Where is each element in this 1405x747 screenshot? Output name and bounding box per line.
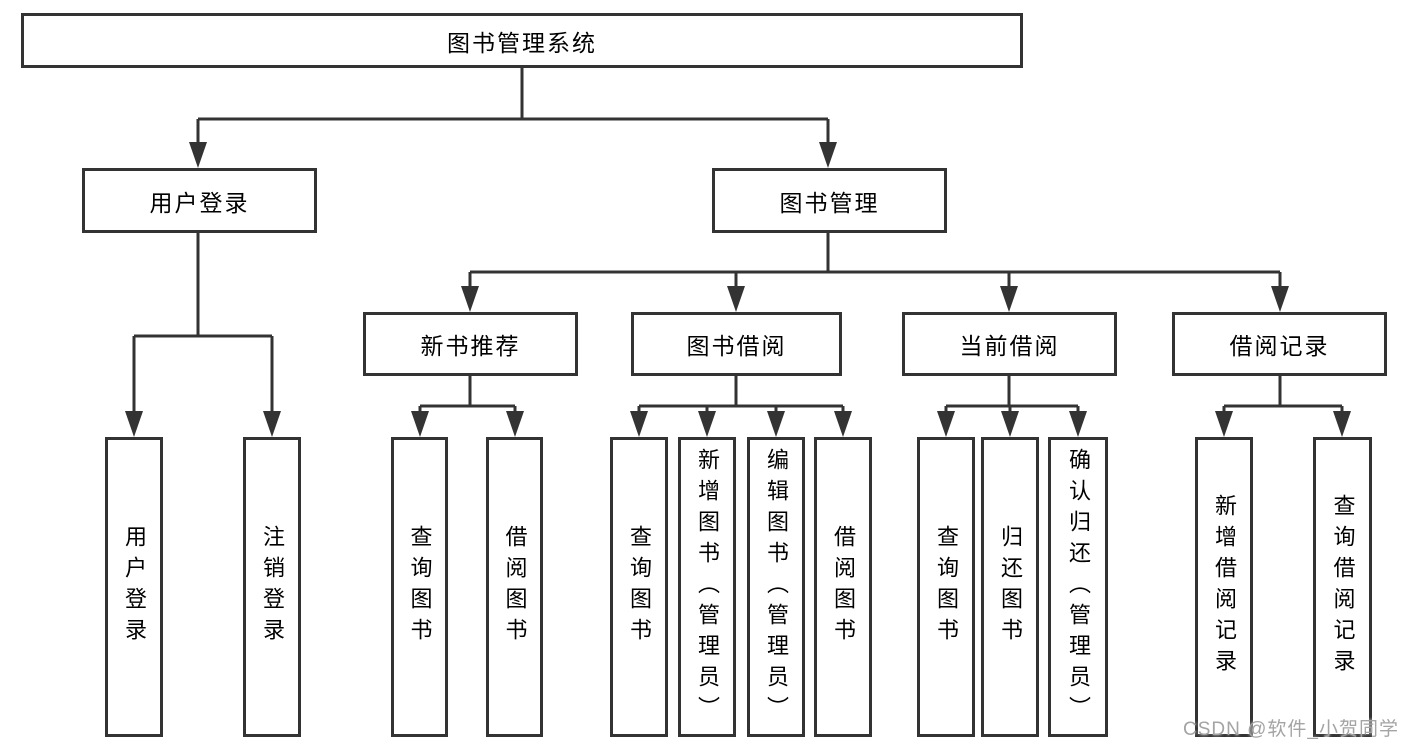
node-book-management: 图书管理 <box>712 168 947 233</box>
leaf-return-books: 归还图书 <box>981 437 1039 737</box>
leaf-user-login: 用户登录 <box>105 437 163 737</box>
node-user-login: 用户登录 <box>82 168 317 233</box>
leaf-borrow-books: 借阅图书 <box>814 437 872 737</box>
leaf-add-books-admin: 新增图书（管理员） <box>678 437 736 737</box>
connector-newbook-to-leaves <box>418 376 517 415</box>
arrowhead <box>1271 286 1289 312</box>
arrowhead <box>263 411 281 437</box>
arrowhead <box>767 411 785 437</box>
arrowhead <box>1000 286 1018 312</box>
arrowhead <box>727 286 745 312</box>
arrowhead <box>411 411 429 437</box>
connector-borrowrecords-to-leaves <box>1222 376 1344 415</box>
arrowhead <box>1333 411 1351 437</box>
node-book-borrowing: 图书借阅 <box>631 312 842 376</box>
connector-currentborrow-to-leaves <box>944 376 1080 415</box>
csdn-watermark: CSDN @软件_小贺同学 <box>1183 719 1399 740</box>
connector-bookmanagement-to-level3 <box>468 233 1282 290</box>
connector-userlogin-to-leaves <box>132 233 274 415</box>
connector-root-to-level2 <box>196 66 830 146</box>
leaf-edit-books-admin: 编辑图书（管理员） <box>747 437 805 737</box>
arrowhead <box>834 411 852 437</box>
arrowhead <box>630 411 648 437</box>
leaf-borrow-books-recommend: 借阅图书 <box>486 437 543 737</box>
arrowhead <box>1069 411 1087 437</box>
leaf-add-borrow-record: 新增借阅记录 <box>1195 437 1253 737</box>
arrowhead <box>1215 411 1233 437</box>
connector-bookborrow-to-leaves <box>637 376 845 415</box>
leaf-search-books-borrow: 查询图书 <box>610 437 668 737</box>
node-current-borrowing: 当前借阅 <box>902 312 1117 376</box>
arrowhead <box>1001 411 1019 437</box>
node-library-management-system: 图书管理系统 <box>21 13 1023 68</box>
leaf-search-borrow-record: 查询借阅记录 <box>1313 437 1372 737</box>
leaf-logout: 注销登录 <box>243 437 301 737</box>
arrowhead <box>698 411 716 437</box>
node-new-book-recommendation: 新书推荐 <box>363 312 578 376</box>
arrowhead <box>937 411 955 437</box>
node-borrowing-records: 借阅记录 <box>1172 312 1387 376</box>
arrowhead <box>819 142 837 168</box>
arrowhead <box>189 142 207 168</box>
arrowhead <box>125 411 143 437</box>
arrowhead <box>461 286 479 312</box>
arrowhead <box>506 411 524 437</box>
leaf-confirm-return-admin: 确认归还（管理员） <box>1048 437 1108 737</box>
leaf-search-books-current: 查询图书 <box>917 437 975 737</box>
leaf-search-books-recommend: 查询图书 <box>391 437 448 737</box>
